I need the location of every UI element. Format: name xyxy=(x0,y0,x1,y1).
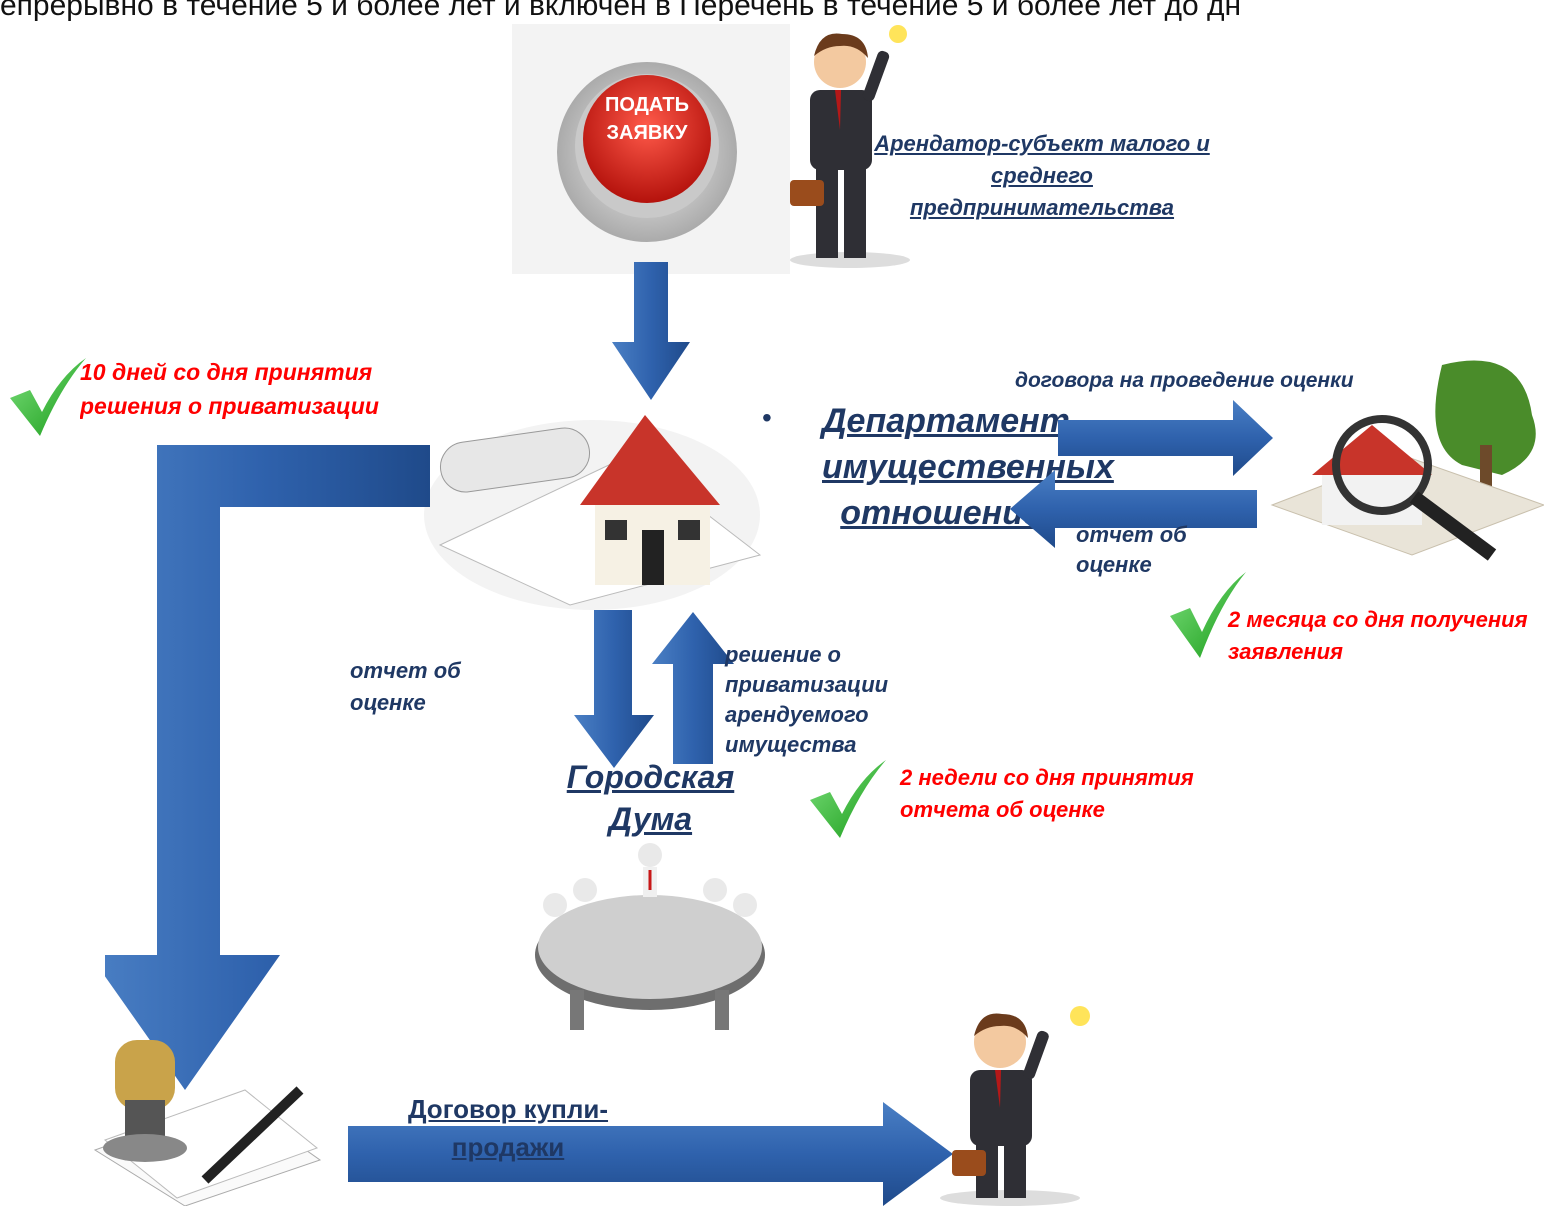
privatization-decision-label: решение о приватизации арендуемого имуще… xyxy=(725,642,889,757)
department-bullet: • xyxy=(762,402,772,433)
arrow-department-to-contract xyxy=(105,445,430,1090)
submit-button-illustration: ПОДАТЬ ЗАЯВКУ xyxy=(512,24,790,274)
deadline-ten-days: 10 дней со дня принятия решения о приват… xyxy=(80,359,379,419)
house-blueprint-illustration xyxy=(420,395,765,610)
duma-label[interactable]: Городская Дума xyxy=(566,759,735,837)
assessment-report-right-label: отчет об оценке xyxy=(1076,522,1187,577)
contract-label[interactable]: Договор купли-продажи xyxy=(407,1094,609,1162)
button-label-line1: ПОДАТЬ xyxy=(605,94,689,116)
deadline-two-months: 2 месяца со дня получения заявления xyxy=(1228,607,1528,664)
arrow-department-to-duma xyxy=(574,610,654,768)
check-icon-two-weeks xyxy=(808,760,888,838)
arrow-duma-to-department xyxy=(652,612,734,764)
arrow-to-appraiser xyxy=(1058,400,1273,476)
check-icon-two-months xyxy=(1168,572,1248,658)
header-text: епрерывно в течение 5 и более лет и вклю… xyxy=(0,0,1242,22)
arrow-submit-to-department xyxy=(612,262,690,400)
businessman-bottom-illustration xyxy=(930,1000,1130,1206)
arrow-contract-to-tenant xyxy=(348,1102,953,1206)
stamp-contract-illustration xyxy=(85,1040,325,1206)
assessment-report-left-label: отчет об оценке xyxy=(350,658,461,715)
arrow-from-appraiser xyxy=(1010,470,1257,548)
meeting-table-illustration xyxy=(515,835,775,1050)
businessman-top-illustration xyxy=(780,20,940,270)
tenant-label[interactable]: Арендатор-субъект малого и среднего пред… xyxy=(874,131,1210,220)
button-label-line2: ЗАЯВКУ xyxy=(606,122,688,144)
appraisal-illustration xyxy=(1262,355,1544,580)
check-icon-ten-days xyxy=(8,358,88,438)
department-label[interactable]: Департамент имущественных отношений xyxy=(822,402,1114,532)
deadline-two-weeks: 2 недели со дня принятия отчета об оценк… xyxy=(900,765,1194,822)
assessment-contract-label: договора на проведение оценки xyxy=(1015,369,1354,392)
